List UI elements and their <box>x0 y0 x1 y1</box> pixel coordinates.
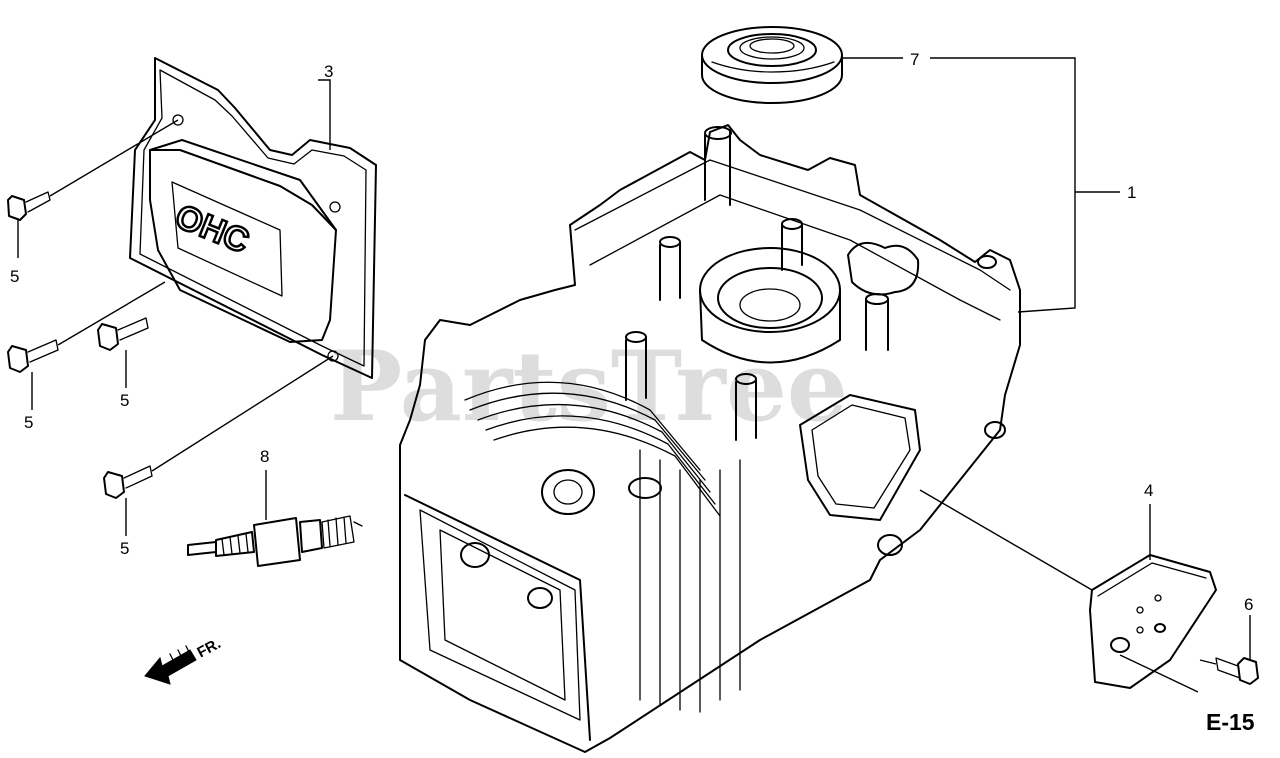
callout-1: 1 <box>1127 183 1136 202</box>
bolt-part-5-left[interactable] <box>7 281 166 373</box>
callout-5-upper: 5 <box>10 267 19 286</box>
page-code: E-15 <box>1206 709 1255 735</box>
front-direction-arrow-icon <box>144 645 197 685</box>
spark-plug-part-8[interactable] <box>187 470 363 567</box>
callout-5-middle: 5 <box>120 391 129 410</box>
callout-5-left: 5 <box>24 413 33 432</box>
crankcase-part-1[interactable] <box>399 124 1021 753</box>
callout-4: 4 <box>1144 481 1153 500</box>
ohc-lettering: OHC <box>170 197 254 261</box>
callout-6: 6 <box>1244 595 1253 614</box>
callout-7: 7 <box>910 50 919 69</box>
oil-seal-part-7[interactable] <box>701 26 843 104</box>
bolt-part-5-lower[interactable] <box>103 355 334 499</box>
bolt-part-6[interactable] <box>1119 615 1259 693</box>
leader-7b <box>930 57 1076 313</box>
callout-5-lower: 5 <box>120 539 129 558</box>
breather-plate-part-4[interactable] <box>919 489 1217 689</box>
callout-3: 3 <box>324 62 333 81</box>
leader-3 <box>318 79 331 150</box>
bolt-part-5-upper[interactable] <box>7 119 179 221</box>
front-direction-label: FR. <box>194 635 223 661</box>
bolt-part-5-middle[interactable] <box>97 317 149 351</box>
callout-8: 8 <box>260 447 269 466</box>
